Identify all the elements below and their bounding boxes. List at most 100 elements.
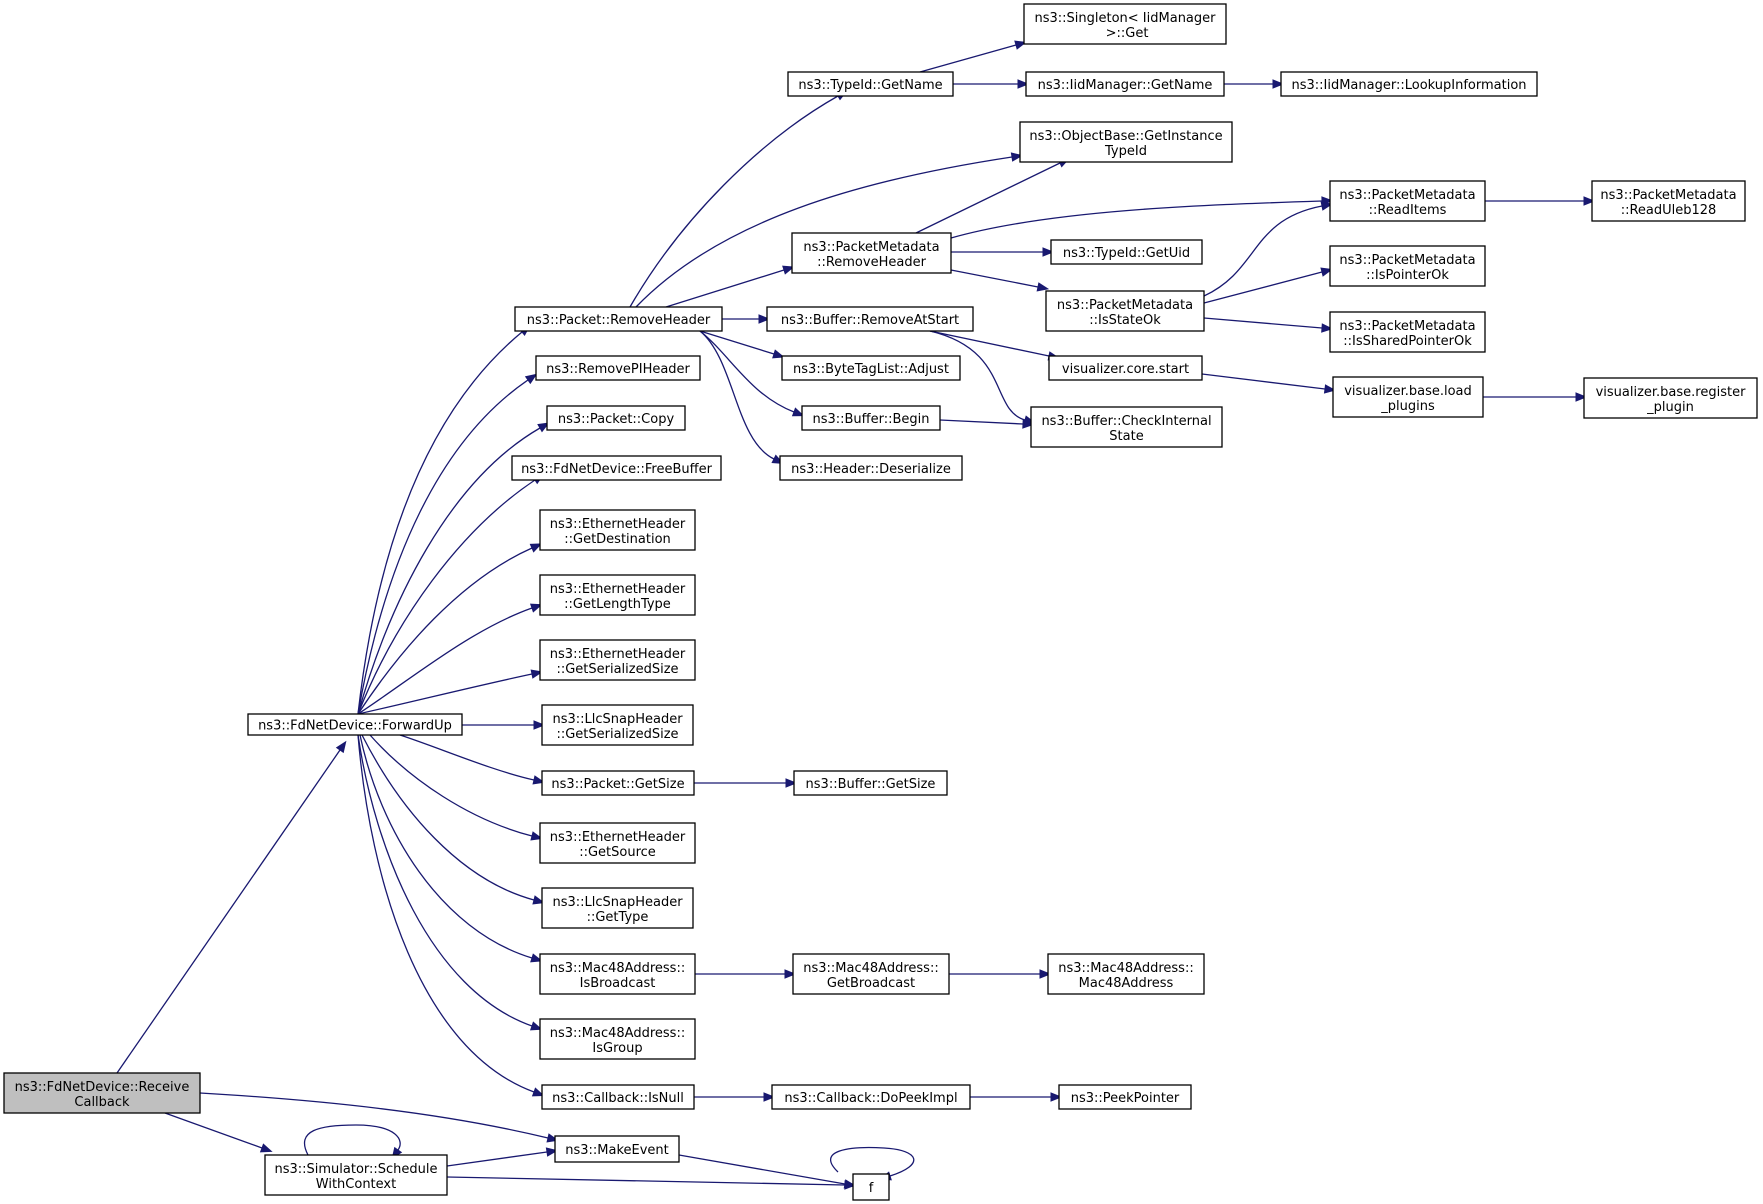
edge-callback-do-peek-impl-to-peek-pointer (970, 1092, 1063, 1102)
edge-forward-up-to-mac-is-broadcast (359, 734, 543, 963)
node-remove-pi-header[interactable]: ns3::RemovePIHeader (535, 355, 701, 381)
node-singleton-get[interactable]: ns3::Singleton< IidManager >::Get (1023, 3, 1227, 45)
node-typeid-get-name[interactable]: ns3::TypeId::GetName (787, 71, 954, 97)
node-eth-get-source[interactable]: ns3::EthernetHeader::GetSource (539, 822, 696, 864)
node-label-line: ::GetSerializedSize (556, 727, 678, 742)
node-peek-pointer[interactable]: ns3::PeekPointer (1058, 1084, 1192, 1110)
node-pm-remove-header[interactable]: ns3::PacketMetadata::RemoveHeader (791, 232, 952, 274)
node-pm-is-state-ok[interactable]: ns3::PacketMetadata::IsStateOk (1045, 290, 1205, 332)
node-label-line: ns3::Buffer::Begin (812, 412, 929, 427)
edge-pm-is-state-ok-to-pm-is-shared-pointer-ok (1203, 317, 1334, 333)
node-label-line: ns3::Simulator::Schedule (274, 1162, 437, 1177)
node-forward-up[interactable]: ns3::FdNetDevice::ForwardUp (247, 713, 463, 736)
node-label-line: ns3::TypeId::GetName (798, 78, 942, 93)
edge-typeid-get-name-to-singleton-get (919, 40, 1027, 73)
edge-forward-up-to-eth-get-serialized-size (357, 669, 544, 715)
edge-forward-up-to-llc-get-serialized-size (462, 720, 546, 730)
node-label-line: f (869, 1181, 874, 1196)
node-packet-get-size[interactable]: ns3::Packet::GetSize (541, 770, 695, 796)
node-label-line: ns3::PacketMetadata (1339, 319, 1475, 334)
node-label-line: ns3::Mac48Address:: (803, 961, 938, 976)
node-label-line: Callback (74, 1095, 130, 1110)
node-label-line: ns3::MakeEvent (565, 1143, 669, 1158)
edge-pm-is-state-ok-to-pm-is-pointer-ok (1203, 267, 1333, 304)
edge-pm-remove-header-to-pm-is-state-ok (950, 269, 1050, 292)
node-label-line: ::GetSerializedSize (556, 662, 678, 677)
node-mac-is-group[interactable]: ns3::Mac48Address::IsGroup (539, 1018, 696, 1060)
node-buffer-remove-at-start[interactable]: ns3::Buffer::RemoveAtStart (766, 306, 974, 332)
node-label-line: ns3::PacketMetadata (1057, 298, 1193, 313)
node-label-line: GetBroadcast (827, 976, 915, 991)
node-label-line: ::IsSharedPointerOk (1343, 334, 1472, 349)
node-eth-get-destination[interactable]: ns3::EthernetHeader::GetDestination (539, 509, 696, 551)
node-label-line: ::GetDestination (564, 532, 671, 547)
node-label-line: ns3::Packet::GetSize (551, 777, 684, 792)
node-buffer-get-size[interactable]: ns3::Buffer::GetSize (793, 770, 948, 796)
nodes-layer: ns3::FdNetDevice::ReceiveCallbackns3::Fd… (3, 3, 1758, 1201)
edge-forward-up-to-remove-pi-header (357, 373, 538, 715)
node-pm-read-items[interactable]: ns3::PacketMetadata::ReadItems (1329, 180, 1486, 222)
node-visualizer-core-start[interactable]: visualizer.core.start (1048, 355, 1203, 381)
edge-receive-callback-to-schedule-with-context (164, 1112, 273, 1153)
node-label-line: ns3::RemovePIHeader (546, 362, 690, 377)
node-label-line: ns3::PacketMetadata (803, 240, 939, 255)
edge-pm-remove-header-to-typeid-get-uid (951, 247, 1055, 257)
node-label-line: ns3::PacketMetadata (1339, 253, 1475, 268)
node-label-line: ::IsPointerOk (1366, 268, 1449, 283)
node-label-line: ::GetSource (579, 845, 656, 860)
node-label-line: visualizer.core.start (1062, 362, 1189, 377)
edge-buffer-begin-to-buffer-check-internal-state (939, 419, 1035, 429)
edge-packet-remove-header-to-header-deserialize (699, 330, 785, 464)
edge-forward-up-to-llc-get-type (361, 734, 545, 905)
node-pm-is-pointer-ok[interactable]: ns3::PacketMetadata::IsPointerOk (1329, 245, 1486, 287)
node-label-line: ns3::EthernetHeader (550, 517, 686, 532)
edge-forward-up-to-eth-get-destination (357, 543, 543, 715)
node-f[interactable]: f (852, 1173, 890, 1201)
node-eth-get-length-type[interactable]: ns3::EthernetHeader::GetLengthType (539, 574, 696, 616)
edge-packet-remove-header-to-buffer-begin (699, 330, 805, 417)
node-buffer-begin[interactable]: ns3::Buffer::Begin (801, 405, 941, 431)
edge-visualizer-core-start-to-visualizer-base-load-plugins (1201, 373, 1337, 394)
node-visualizer-base-load-plugins[interactable]: visualizer.base.load_plugins (1332, 376, 1484, 418)
node-visualizer-base-register-plugin[interactable]: visualizer.base.register_plugin (1583, 377, 1758, 419)
node-label-line: ns3::Mac48Address:: (550, 1026, 685, 1041)
node-packet-copy[interactable]: ns3::Packet::Copy (546, 405, 686, 431)
node-pm-is-shared-pointer-ok[interactable]: ns3::PacketMetadata::IsSharedPointerOk (1329, 311, 1486, 353)
node-free-buffer[interactable]: ns3::FdNetDevice::FreeBuffer (511, 455, 722, 481)
node-make-event[interactable]: ns3::MakeEvent (554, 1135, 680, 1163)
node-label-line: ns3::Buffer::RemoveAtStart (781, 313, 959, 328)
node-mac-ctor[interactable]: ns3::Mac48Address::Mac48Address (1047, 953, 1205, 995)
node-label-line: TypeId (1104, 144, 1147, 159)
edge-mac-is-broadcast-to-mac-get-broadcast (695, 969, 797, 979)
node-mac-is-broadcast[interactable]: ns3::Mac48Address::IsBroadcast (539, 953, 696, 995)
node-callback-is-null[interactable]: ns3::Callback::IsNull (541, 1084, 695, 1110)
edge-typeid-get-name-to-iidmanager-get-name (953, 79, 1030, 89)
node-label-line: ns3::FdNetDevice::Receive (15, 1080, 190, 1095)
node-mac-get-broadcast[interactable]: ns3::Mac48Address::GetBroadcast (792, 953, 950, 995)
node-callback-do-peek-impl[interactable]: ns3::Callback::DoPeekImpl (771, 1084, 971, 1110)
node-llc-get-type[interactable]: ns3::LlcSnapHeader::GetType (541, 887, 694, 929)
node-typeid-get-uid[interactable]: ns3::TypeId::GetUid (1050, 239, 1203, 265)
node-iidmanager-lookup-information[interactable]: ns3::IidManager::LookupInformation (1280, 71, 1538, 97)
node-bytetaglist-adjust[interactable]: ns3::ByteTagList::Adjust (781, 355, 961, 381)
node-label-line: ns3::EthernetHeader (550, 582, 686, 597)
node-llc-get-serialized-size[interactable]: ns3::LlcSnapHeader::GetSerializedSize (541, 704, 694, 746)
edge-receive-callback-to-make-event (199, 1092, 560, 1143)
node-label-line: ns3::FdNetDevice::FreeBuffer (521, 462, 713, 477)
node-label-line: >::Get (1102, 26, 1149, 41)
node-header-deserialize[interactable]: ns3::Header::Deserialize (779, 455, 963, 481)
node-pm-read-uleb128[interactable]: ns3::PacketMetadata::ReadUleb128 (1591, 180, 1746, 222)
node-packet-remove-header[interactable]: ns3::Packet::RemoveHeader (514, 306, 723, 332)
node-label-line: ns3::ByteTagList::Adjust (793, 362, 949, 377)
node-label-line: visualizer.base.load (1344, 384, 1472, 399)
edge-mac-get-broadcast-to-mac-ctor (949, 969, 1052, 979)
node-iidmanager-get-name[interactable]: ns3::IidManager::GetName (1025, 71, 1225, 97)
node-label-line: ns3::ObjectBase::GetInstance (1029, 129, 1222, 144)
edge-schedule-with-context-to-schedule-with-context (303, 1124, 403, 1160)
node-label-line: ns3::LlcSnapHeader (552, 895, 683, 910)
node-eth-get-serialized-size[interactable]: ns3::EthernetHeader::GetSerializedSize (539, 639, 696, 681)
